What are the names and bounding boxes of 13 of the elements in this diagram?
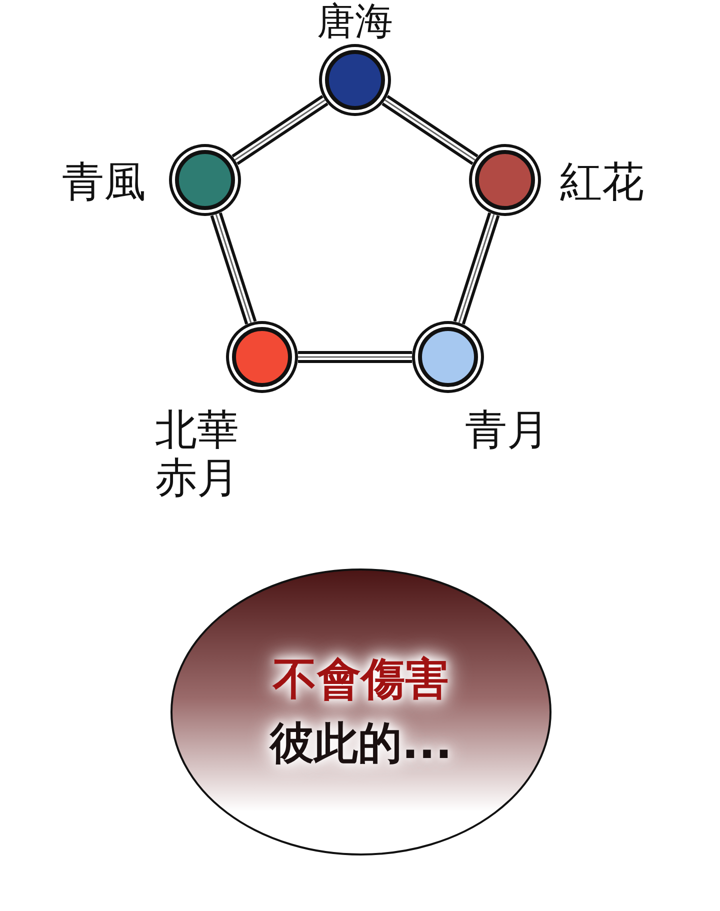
node-label: 青風: [62, 158, 146, 206]
node-label: 紅花: [560, 158, 644, 206]
node-label: 北華: [155, 406, 239, 454]
node-label: 青月: [465, 406, 549, 454]
node-label: 唐海: [317, 0, 393, 42]
bubble-text: 彼此的...: [270, 717, 452, 771]
double-line-connector: [210, 212, 257, 325]
double-line-connector: [453, 212, 500, 325]
bubble-text: 不會傷害: [273, 653, 449, 707]
node-label: 赤月: [155, 454, 239, 502]
speech-bubble: [170, 568, 552, 856]
double-line-connector: [232, 94, 328, 166]
double-line-connector: [382, 94, 478, 166]
